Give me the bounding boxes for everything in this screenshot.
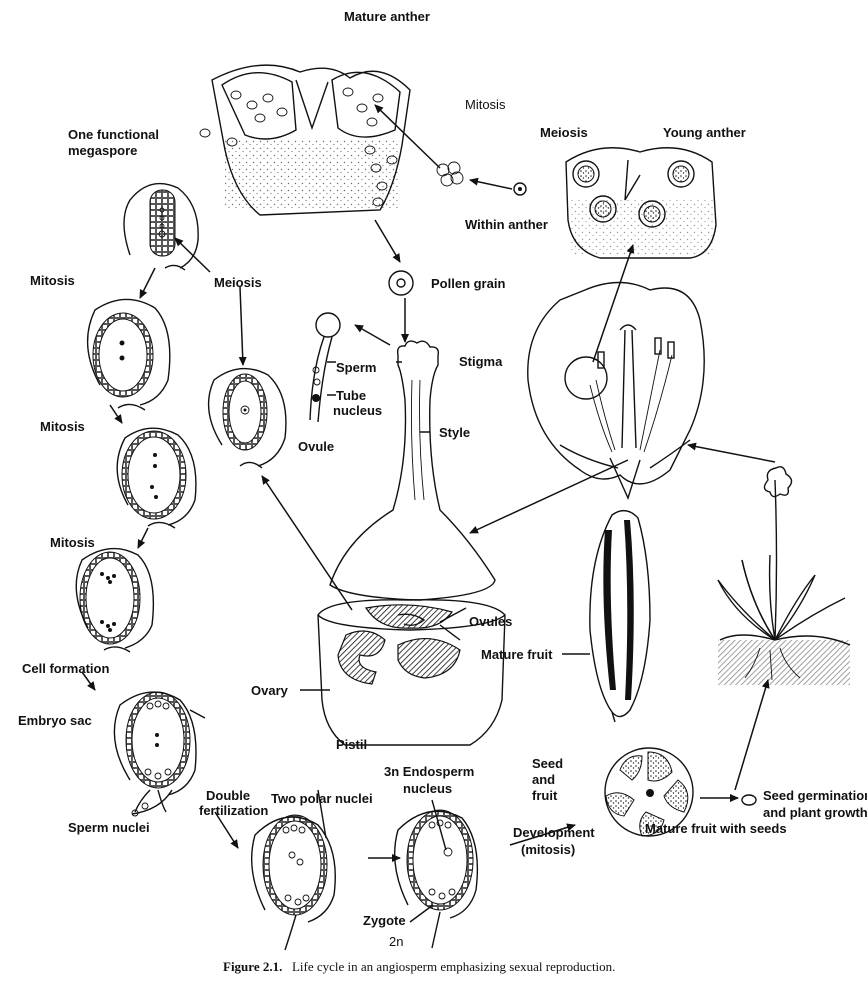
label-ovule: Ovule <box>298 439 334 454</box>
label-mature-anther: Mature anther <box>344 9 430 24</box>
label-mitosis-3: Mitosis <box>50 535 95 550</box>
label-one-functional: One functional <box>68 127 159 142</box>
pollen-grain-drawing <box>388 270 414 296</box>
ovule-eight-nuclei-drawing <box>75 547 155 653</box>
label-3n-endosperm: 3n Endosperm <box>384 764 474 779</box>
label-stigma: Stigma <box>459 354 503 369</box>
svg-text:Figure 2.1. Life cycle i: Figure 2.1. Life cycle in an angiosperm … <box>223 959 615 974</box>
label-mature-fruit-with-seeds: Mature fruit with seeds <box>645 821 787 836</box>
ovary-cross-section-drawing <box>317 599 506 746</box>
label-seed: Seed <box>532 756 563 771</box>
label-mature-fruit: Mature fruit <box>481 647 553 662</box>
label-megaspore: megaspore <box>68 143 137 158</box>
labels: Mature anther Mitosis Meiosis Young anth… <box>18 9 867 949</box>
ovule-two-nuclei-drawing <box>86 298 171 411</box>
seed-drawing <box>741 794 757 806</box>
label-fruit: fruit <box>532 788 558 803</box>
label-double: Double <box>206 788 250 803</box>
label-mitosis-1: Mitosis <box>30 273 75 288</box>
label-ovules: Ovules <box>469 614 512 629</box>
plant-drawing <box>717 466 851 685</box>
figure-caption: Figure 2.1. Life cycle in an angiosperm … <box>223 959 615 974</box>
ovule-zygote-drawing <box>393 809 479 949</box>
label-seed-germination: Seed germination <box>763 788 867 803</box>
ovule-four-nuclei-drawing <box>116 427 197 529</box>
microspore-mother-cell <box>513 182 527 196</box>
ovule-meiosis-drawing <box>207 367 287 469</box>
label-endosperm-nucleus: nucleus <box>403 781 452 796</box>
label-mitosis-top: Mitosis <box>465 97 506 112</box>
label-tube: Tube <box>336 388 366 403</box>
pistil-drawing <box>329 340 496 601</box>
ovule-double-fertilization-drawing <box>250 814 336 951</box>
ovule-megaspore-drawing <box>123 182 199 271</box>
arrows <box>81 104 776 923</box>
mature-fruit-drawing <box>589 510 651 723</box>
label-plant-growth: and plant growth <box>763 805 867 820</box>
label-cell-formation: Cell formation <box>22 661 109 676</box>
label-mitosis-2: Mitosis <box>40 419 85 434</box>
label-zygote-2n: 2n <box>389 934 403 949</box>
label-style: Style <box>439 425 470 440</box>
germinated-pollen-drawing <box>309 312 341 423</box>
label-mitosis-paren: (mitosis) <box>521 842 575 857</box>
label-meiosis-top: Meiosis <box>540 125 588 140</box>
label-young-anther: Young anther <box>663 125 746 140</box>
label-pistil: Pistil <box>336 737 367 752</box>
label-and: and <box>532 772 555 787</box>
label-meiosis-left: Meiosis <box>214 275 262 290</box>
label-embryo-sac: Embryo sac <box>18 713 92 728</box>
label-two-polar-nuclei: Two polar nuclei <box>271 791 373 806</box>
caption-figure-number: Figure 2.1. <box>223 959 282 974</box>
label-sperm-nuclei: Sperm nuclei <box>68 820 150 835</box>
label-tube-nucleus: nucleus <box>333 403 382 418</box>
label-fertilization: fertilization <box>199 803 268 818</box>
label-zygote: Zygote <box>363 913 406 928</box>
label-sperm: Sperm <box>336 360 376 375</box>
flower-section-drawing <box>527 281 705 500</box>
mature-anther-drawing <box>199 64 411 216</box>
microspore-tetrad <box>436 161 464 187</box>
ovule-embryo-sac-drawing <box>113 691 197 817</box>
seed-and-fruit-drawing <box>604 747 694 837</box>
young-anther-drawing <box>565 147 717 259</box>
label-development: Development <box>513 825 595 840</box>
label-pollen-grain: Pollen grain <box>431 276 505 291</box>
label-ovary: Ovary <box>251 683 289 698</box>
caption-text: Life cycle in an angiosperm emphasizing … <box>292 959 615 974</box>
label-within-anther: Within anther <box>465 217 548 232</box>
